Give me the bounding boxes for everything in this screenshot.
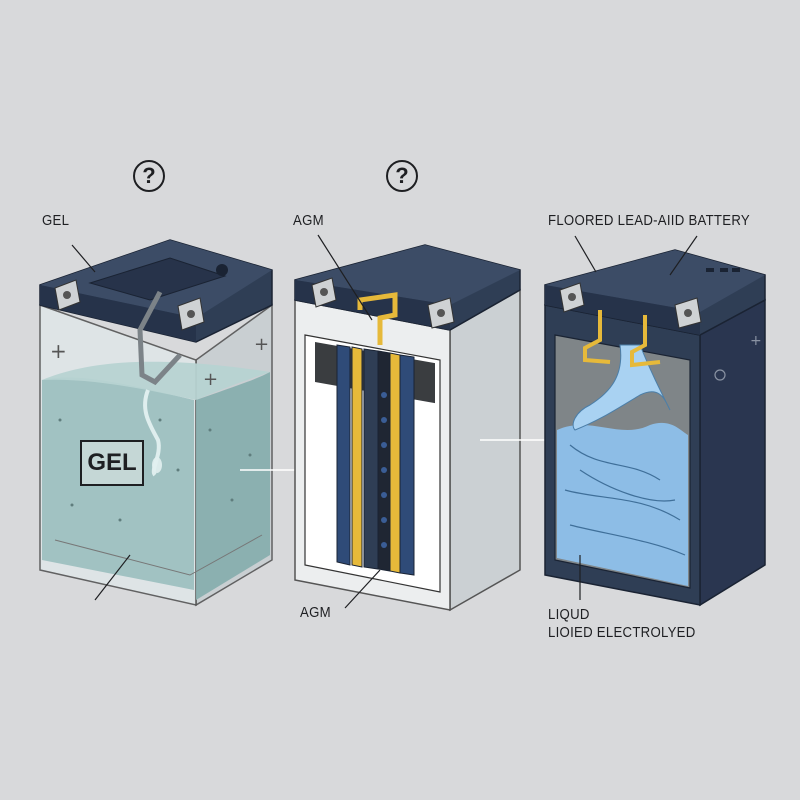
flooded-bottom-line2: LIOIED ELECTROLYED (548, 624, 696, 641)
svg-text:+: + (750, 333, 762, 349)
question-mark-gel: ? (133, 160, 165, 192)
gel-terminal-left (54, 279, 81, 311)
svg-text:+: + (254, 334, 269, 355)
gel-label: GEL (42, 212, 70, 229)
flooded-label: FLOORED LEAD-AIID BATTERY (548, 212, 750, 229)
agm-battery (294, 234, 555, 612)
gel-inner-label: GEL (80, 440, 144, 486)
question-mark-agm: ? (386, 160, 418, 192)
gel-terminal-right (177, 297, 205, 331)
flooded-bottom-line1: LIQUD (548, 606, 590, 623)
agm-top-label: AGM (293, 212, 324, 229)
liquid-electrolyte (557, 422, 688, 586)
agm-plates (336, 344, 415, 576)
svg-text:+: + (50, 339, 67, 363)
svg-text:+: + (203, 369, 218, 390)
flooded-battery: + (544, 235, 766, 607)
agm-bottom-label: AGM (300, 604, 331, 621)
gel-battery: + + + (39, 239, 318, 607)
